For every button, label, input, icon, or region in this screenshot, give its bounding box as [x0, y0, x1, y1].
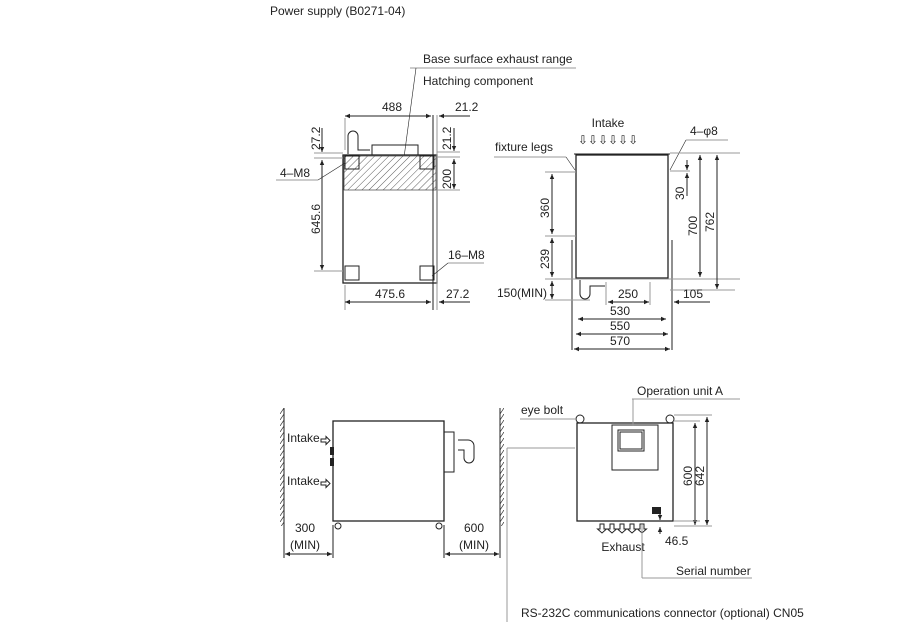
dim-645-6: 645.6 — [309, 204, 323, 234]
label-4-m8: 4–M8 — [280, 166, 310, 180]
drawing-title: Power supply (B0271-04) — [270, 4, 405, 18]
unit-body-front — [575, 154, 669, 279]
dim-600-rear: 600 — [681, 466, 695, 486]
dim-250: 250 — [618, 287, 638, 301]
label-intake-top: Intake — [592, 116, 625, 130]
dim-530: 530 — [610, 304, 630, 318]
eye-bolt-icon — [575, 414, 585, 424]
front-view: Intake ⇩⇩⇩⇩⇩⇩ fixture legs 360 239 150(M… — [494, 116, 740, 352]
intake-arrows-icon — [320, 435, 331, 446]
label-intake-upper: Intake — [287, 431, 320, 445]
wall-right — [500, 408, 504, 526]
label-serial-number: Serial number — [676, 564, 751, 578]
dim-46-5: 46.5 — [665, 534, 689, 548]
caster-mount — [344, 155, 360, 170]
dim-105: 105 — [683, 287, 703, 301]
top-box — [371, 144, 419, 156]
caster-mount — [419, 265, 435, 281]
clearance-600: 600 — [464, 521, 484, 535]
side-pipe — [458, 439, 475, 464]
label-16-m8: 16–M8 — [448, 248, 485, 262]
label-4-phi8: 4–φ8 — [690, 124, 718, 138]
dim-570: 570 — [610, 334, 630, 348]
clearance-300: 300 — [295, 521, 315, 535]
display-screen — [617, 429, 645, 452]
wall-left — [280, 408, 284, 526]
serial-plate — [652, 507, 661, 514]
dim-150-min: 150(MIN) — [497, 286, 547, 300]
label-rs232c-connector: RS-232C communications connector (option… — [521, 606, 804, 620]
caster-mount — [344, 265, 360, 281]
dim-27-2-bottom: 27.2 — [446, 287, 470, 301]
pipe — [347, 130, 370, 154]
dim-550: 550 — [610, 319, 630, 333]
label-fixture-legs: fixture legs — [495, 140, 553, 154]
dim-21-2-top: 21.2 — [455, 100, 479, 114]
callout-exhaust-range: Base surface exhaust range — [423, 52, 573, 66]
clearance-300-min: (MIN) — [290, 538, 320, 552]
top-view: Base surface exhaust range Hatching comp… — [276, 52, 576, 310]
dim-239: 239 — [538, 249, 552, 269]
dim-700: 700 — [686, 216, 700, 236]
clearance-600-min: (MIN) — [459, 538, 489, 552]
side-view: Intake Intake 300 (MIN) 600 (MIN) — [280, 408, 504, 558]
label-intake-lower: Intake — [287, 474, 320, 488]
unit-body-side — [332, 420, 445, 522]
callout-hatching: Hatching component — [423, 74, 534, 88]
unit-body-rear — [576, 422, 674, 522]
eye-bolt-icon — [665, 414, 675, 424]
dim-360: 360 — [538, 198, 552, 218]
dim-27-2-left: 27.2 — [309, 126, 323, 150]
label-operation-unit-a: Operation unit A — [637, 384, 723, 398]
label-eye-bolt: eye bolt — [521, 403, 564, 417]
dim-475-6: 475.6 — [375, 287, 405, 301]
caster-mount — [419, 155, 435, 170]
operation-panel — [611, 424, 659, 471]
label-exhaust: Exhaust — [601, 540, 645, 554]
hatched-area — [343, 155, 437, 191]
dim-642: 642 — [693, 466, 707, 486]
dim-200: 200 — [440, 169, 454, 189]
drain-pipe — [579, 280, 605, 300]
intake-arrows-icon — [320, 478, 331, 489]
intake-arrows-icon: ⇩⇩⇩⇩⇩⇩ — [578, 133, 638, 147]
dim-21-2-vertical: 21.2 — [440, 126, 454, 150]
exhaust-arrows-icon — [596, 523, 648, 534]
dim-488: 488 — [382, 100, 402, 114]
dim-762: 762 — [703, 212, 717, 232]
dim-30: 30 — [673, 186, 687, 200]
rear-view: Operation unit A eye bolt 600 642 46.5 E… — [506, 384, 804, 622]
